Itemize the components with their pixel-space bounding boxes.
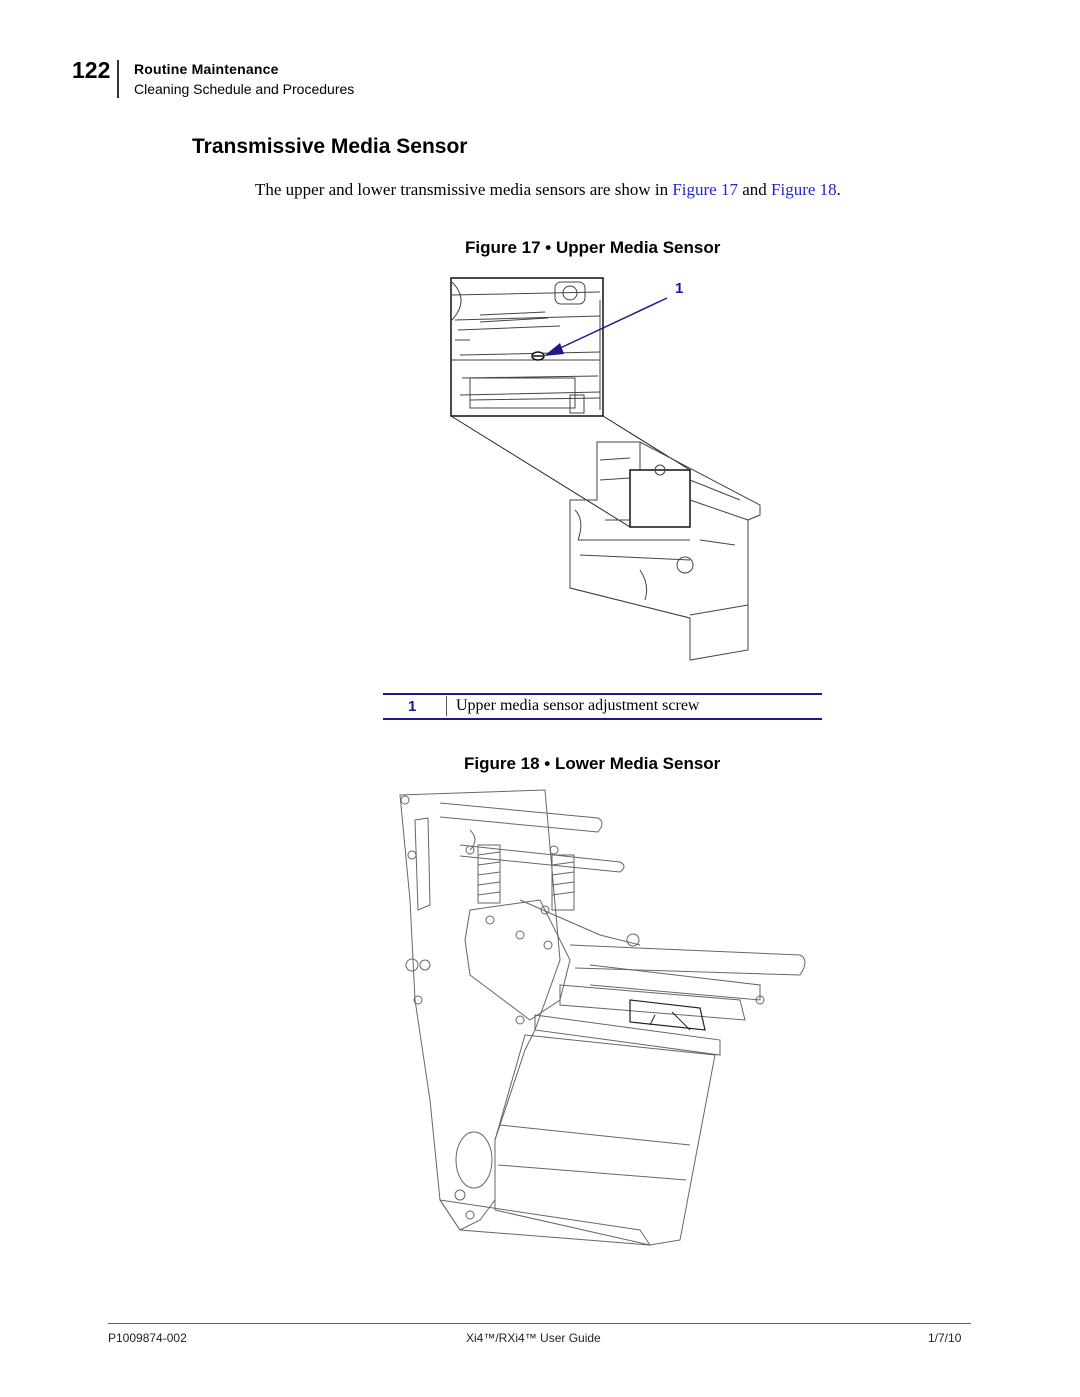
footer-rule (108, 1323, 971, 1324)
legend-item-number: 1 (408, 698, 417, 715)
figure-17-link[interactable]: Figure 17 (672, 180, 738, 199)
section-name: Routine Maintenance (134, 61, 279, 77)
legend-item-description: Upper media sensor adjustment screw (456, 697, 700, 714)
subsection-name: Cleaning Schedule and Procedures (134, 81, 355, 97)
intro-text-mid: and (737, 180, 772, 199)
figure-17-callout-number: 1 (675, 280, 684, 297)
intro-text-before: The upper and lower transmissive media s… (255, 180, 673, 199)
figure-18-caption: Figure 18 • Lower Media Sensor (464, 754, 721, 773)
legend-top-rule (383, 693, 822, 695)
figure-18-link[interactable]: Figure 18 (771, 180, 837, 199)
footer-guide-title: Xi4™/RXi4™ User Guide (466, 1331, 601, 1345)
legend-column-divider (446, 696, 447, 716)
intro-text-after: . (836, 180, 841, 199)
figure-17-caption: Figure 17 • Upper Media Sensor (465, 238, 721, 257)
footer-date: 1/7/10 (928, 1331, 962, 1345)
footer-doc-number: P1009874-002 (108, 1331, 187, 1345)
page-number: 122 (72, 57, 111, 83)
legend-bottom-rule (383, 718, 822, 720)
page-title: Transmissive Media Sensor (192, 135, 468, 158)
header-divider (117, 60, 119, 98)
intro-paragraph: The upper and lower transmissive media s… (255, 180, 841, 200)
